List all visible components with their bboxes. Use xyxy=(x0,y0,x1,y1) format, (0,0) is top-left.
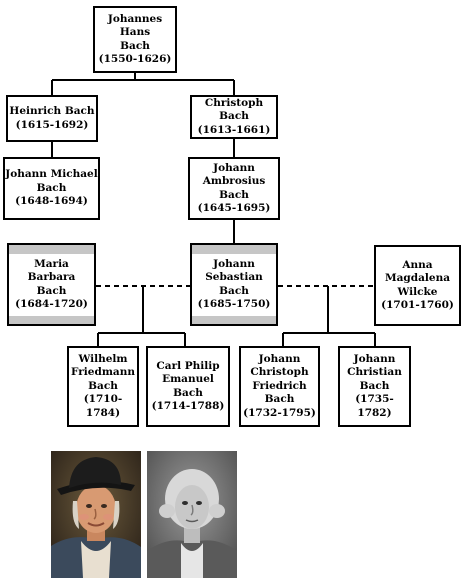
person-box-johann-ambrosius: Johann Ambrosius Bach (1645-1695) xyxy=(188,157,280,220)
person-box-anna-magdalena: Anna Magdalena Wilcke (1701-1760) xyxy=(374,245,461,326)
person-label-johann-christian: Johann Christian Bach (1735-1782) xyxy=(347,352,402,419)
person-label-johannes-hans: Johannes Hans Bach (1550-1626) xyxy=(98,12,172,66)
person-label-johann-michael: Johann Michael Bach (1648-1694) xyxy=(5,168,98,208)
portrait-wilhelm-friedemann xyxy=(51,451,141,578)
person-label-anna-magdalena: Anna Magdalena Wilcke (1701-1760) xyxy=(381,258,454,312)
person-label-johann-christoph-friedrich: Johann Christoph Friedrich Bach (1732-17… xyxy=(243,352,316,419)
person-box-johann-sebastian: Johann Sebastian Bach (1685-1750) xyxy=(190,243,278,326)
person-label-johann-ambrosius: Johann Ambrosius Bach (1645-1695) xyxy=(197,161,271,215)
person-box-heinrich: Heinrich Bach (1615-1692) xyxy=(6,95,98,142)
person-label-christoph: Christoph Bach (1613-1661) xyxy=(197,96,271,136)
person-label-maria-barbara: Maria Barbara Bach (1684-1720) xyxy=(9,253,94,316)
portrait-man-hat-icon xyxy=(51,451,141,578)
person-label-johann-sebastian: Johann Sebastian Bach (1685-1750) xyxy=(192,253,276,316)
person-box-johann-christian: Johann Christian Bach (1735-1782) xyxy=(338,346,411,427)
person-label-carl-philip-emanuel: Carl Philip Emanuel Bach (1714-1788) xyxy=(151,359,225,413)
person-box-johannes-hans: Johannes Hans Bach (1550-1626) xyxy=(93,6,177,73)
person-box-wilhelm-friedemann: Wilhelm Friedmann Bach (1710-1784) xyxy=(67,346,139,427)
portrait-man-wig-icon xyxy=(147,451,237,578)
person-box-carl-philip-emanuel: Carl Philip Emanuel Bach (1714-1788) xyxy=(146,346,230,427)
person-label-wilhelm-friedemann: Wilhelm Friedmann Bach (1710-1784) xyxy=(71,352,135,419)
person-box-christoph: Christoph Bach (1613-1661) xyxy=(190,95,278,139)
person-label-heinrich: Heinrich Bach (1615-1692) xyxy=(9,105,95,131)
person-box-johann-christoph-friedrich: Johann Christoph Friedrich Bach (1732-17… xyxy=(239,346,320,427)
person-box-johann-michael: Johann Michael Bach (1648-1694) xyxy=(3,157,100,220)
portrait-carl-philip-emanuel xyxy=(147,451,237,578)
person-box-maria-barbara: Maria Barbara Bach (1684-1720) xyxy=(7,243,96,326)
